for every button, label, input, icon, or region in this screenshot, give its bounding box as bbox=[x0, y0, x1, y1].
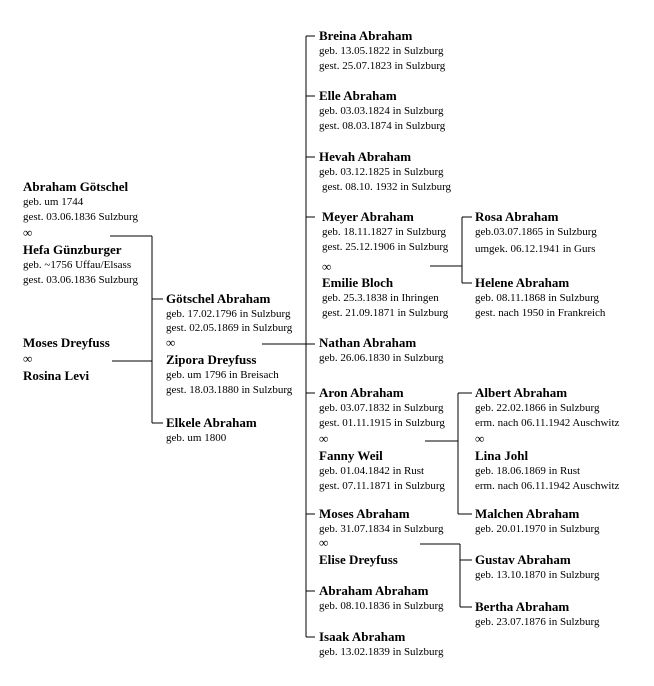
person-name: Rosina Levi bbox=[23, 368, 90, 383]
person-moses-abraham: Moses Abraham geb. 31.07.1834 in Sulzbur… bbox=[319, 506, 443, 537]
birth-info: geb. 03.07.1832 in Sulzburg bbox=[319, 402, 444, 414]
person-name: Albert Abraham bbox=[475, 385, 568, 400]
death-info: umgek. 06.12.1941 in Gurs bbox=[475, 243, 596, 255]
person-name: Rosa Abraham bbox=[475, 209, 559, 224]
person-name: Emilie Bloch bbox=[322, 275, 394, 290]
birth-info: geb. 23.07.1876 in Sulzburg bbox=[475, 616, 600, 628]
person-nathan-abraham: Nathan Abraham geb. 26.06.1830 in Sulzbu… bbox=[319, 335, 443, 366]
death-info: gest. 25.07.1823 in Sulzburg bbox=[319, 60, 446, 72]
birth-info: geb. um 1796 in Breisach bbox=[166, 369, 279, 381]
death-info: gest. 08.10. 1932 in Sulzburg bbox=[322, 181, 452, 193]
person-fanny-weil: Fanny Weil geb. 01.04.1842 in Rust gest.… bbox=[319, 448, 445, 494]
death-info: gest. 25.12.1906 in Sulzburg bbox=[322, 241, 449, 253]
person-name: Lina Johl bbox=[475, 448, 529, 463]
birth-info: geb. 31.07.1834 in Sulzburg bbox=[319, 523, 444, 535]
person-abraham-goetschel: Abraham Götschel geb. um 1744 gest. 03.0… bbox=[23, 179, 138, 225]
person-name: Nathan Abraham bbox=[319, 335, 417, 350]
person-name: Isaak Abraham bbox=[319, 629, 406, 644]
person-name: Gustav Abraham bbox=[475, 552, 571, 567]
marriage-symbol: ∞ bbox=[319, 535, 329, 550]
person-breina-abraham: Breina Abraham geb. 13.05.1822 in Sulzbu… bbox=[319, 28, 445, 74]
person-rosa-abraham: Rosa Abraham geb.03.07.1865 in Sulzburg … bbox=[475, 209, 597, 257]
death-info: gest. 08.03.1874 in Sulzburg bbox=[319, 120, 446, 132]
person-name: Götschel Abraham bbox=[166, 291, 271, 306]
death-info: gest. 03.06.1836 Sulzburg bbox=[23, 211, 138, 223]
person-moses-dreyfuss: Moses Dreyfuss bbox=[23, 335, 110, 351]
birth-info: geb. 03.12.1825 in Sulzburg bbox=[319, 166, 444, 178]
birth-info: geb. 22.02.1866 in Sulzburg bbox=[475, 402, 600, 414]
person-isaak-abraham: Isaak Abraham geb. 13.02.1839 in Sulzbur… bbox=[319, 629, 443, 660]
person-name: Moses Dreyfuss bbox=[23, 335, 110, 350]
person-gustav-abraham: Gustav Abraham geb. 13.10.1870 in Sulzbu… bbox=[475, 552, 599, 583]
marriage-symbol: ∞ bbox=[23, 225, 33, 240]
death-info: gest. nach 1950 in Frankreich bbox=[475, 307, 606, 319]
person-hevah-abraham: Hevah Abraham geb. 03.12.1825 in Sulzbur… bbox=[319, 149, 451, 195]
person-aron-abraham: Aron Abraham geb. 03.07.1832 in Sulzburg… bbox=[319, 385, 445, 431]
person-name: Zipora Dreyfuss bbox=[166, 352, 257, 367]
person-name: Breina Abraham bbox=[319, 28, 413, 43]
person-helene-abraham: Helene Abraham geb. 08.11.1868 in Sulzbu… bbox=[475, 275, 605, 321]
death-info: erm. nach 06.11.1942 Auschwitz bbox=[475, 480, 620, 492]
person-name: Elle Abraham bbox=[319, 88, 397, 103]
person-name: Abraham Götschel bbox=[23, 179, 129, 194]
person-albert-abraham: Albert Abraham geb. 22.02.1866 in Sulzbu… bbox=[475, 385, 619, 431]
death-info: gest. 18.03.1880 in Sulzburg bbox=[166, 384, 293, 396]
person-abraham-abraham: Abraham Abraham geb. 08.10.1836 in Sulzb… bbox=[319, 583, 443, 614]
death-info: erm. nach 06.11.1942 Auschwitz bbox=[475, 417, 620, 429]
marriage-symbol: ∞ bbox=[23, 351, 33, 366]
person-name: Fanny Weil bbox=[319, 448, 383, 463]
person-name: Elkele Abraham bbox=[166, 415, 257, 430]
birth-info: geb.03.07.1865 in Sulzburg bbox=[475, 226, 597, 238]
marriage-symbol: ∞ bbox=[475, 431, 485, 446]
person-name: Helene Abraham bbox=[475, 275, 570, 290]
birth-info: geb. 18.06.1869 in Rust bbox=[475, 465, 581, 477]
person-name: Bertha Abraham bbox=[475, 599, 570, 614]
marriage-symbol: ∞ bbox=[322, 259, 332, 274]
birth-info: geb. 03.03.1824 in Sulzburg bbox=[319, 105, 444, 117]
birth-info: geb. 26.06.1830 in Sulzburg bbox=[319, 352, 444, 364]
marriage-symbol: ∞ bbox=[319, 431, 329, 446]
birth-info: geb. 08.11.1868 in Sulzburg bbox=[475, 292, 600, 304]
birth-info: geb. um 1800 bbox=[166, 432, 227, 444]
death-info: gest. 01.11.1915 in Sulzburg bbox=[319, 417, 445, 429]
person-goetschel-abraham: Götschel Abraham geb. 17.02.1796 in Sulz… bbox=[166, 291, 292, 335]
death-info: gest. 07.11.1871 in Sulzburg bbox=[319, 480, 445, 492]
person-emilie-bloch: Emilie Bloch geb. 25.3.1838 in Ihringen … bbox=[322, 275, 448, 321]
person-lina-johl: Lina Johl geb. 18.06.1869 in Rust erm. n… bbox=[475, 448, 619, 494]
birth-info: geb. 01.04.1842 in Rust bbox=[319, 465, 425, 477]
person-name: Meyer Abraham bbox=[322, 209, 414, 224]
person-name: Hevah Abraham bbox=[319, 149, 412, 164]
birth-info: geb. um 1744 bbox=[23, 196, 84, 208]
death-info: gest. 03.06.1836 Sulzburg bbox=[23, 274, 138, 286]
person-name: Elise Dreyfuss bbox=[319, 552, 398, 567]
marriage-symbol: ∞ bbox=[166, 335, 176, 350]
birth-info: geb. 13.02.1839 in Sulzburg bbox=[319, 646, 444, 658]
person-malchen-abraham: Malchen Abraham geb. 20.01.1970 in Sulzb… bbox=[475, 506, 599, 537]
death-info: gest. 21.09.1871 in Sulzburg bbox=[322, 307, 449, 319]
person-elle-abraham: Elle Abraham geb. 03.03.1824 in Sulzburg… bbox=[319, 88, 445, 134]
person-name: Aron Abraham bbox=[319, 385, 404, 400]
person-hefa-guenzburger: Hefa Günzburger geb. ~1756 Uffau/Elsass … bbox=[23, 242, 138, 288]
birth-info: geb. 18.11.1827 in Sulzburg bbox=[322, 226, 447, 238]
person-bertha-abraham: Bertha Abraham geb. 23.07.1876 in Sulzbu… bbox=[475, 599, 599, 630]
person-rosina-levi: Rosina Levi bbox=[23, 368, 89, 384]
person-name: Malchen Abraham bbox=[475, 506, 580, 521]
birth-info: geb. 13.10.1870 in Sulzburg bbox=[475, 569, 600, 581]
person-elise-dreyfuss: Elise Dreyfuss bbox=[319, 552, 398, 568]
person-name: Hefa Günzburger bbox=[23, 242, 122, 257]
birth-info: geb. 25.3.1838 in Ihringen bbox=[322, 292, 439, 304]
birth-info: geb. 13.05.1822 in Sulzburg bbox=[319, 45, 444, 57]
birth-info: geb. 17.02.1796 in Sulzburg bbox=[166, 308, 291, 320]
person-meyer-abraham: Meyer Abraham geb. 18.11.1827 in Sulzbur… bbox=[322, 209, 448, 255]
death-info: gest. 02.05.1869 in Sulzburg bbox=[166, 322, 293, 334]
person-name: Moses Abraham bbox=[319, 506, 410, 521]
birth-info: geb. 20.01.1970 in Sulzburg bbox=[475, 523, 600, 535]
person-elkele-abraham: Elkele Abraham geb. um 1800 bbox=[166, 415, 257, 446]
person-zipora-dreyfuss: Zipora Dreyfuss geb. um 1796 in Breisach… bbox=[166, 352, 292, 398]
birth-info: geb. ~1756 Uffau/Elsass bbox=[23, 259, 132, 271]
person-name: Abraham Abraham bbox=[319, 583, 429, 598]
birth-info: geb. 08.10.1836 in Sulzburg bbox=[319, 600, 444, 612]
